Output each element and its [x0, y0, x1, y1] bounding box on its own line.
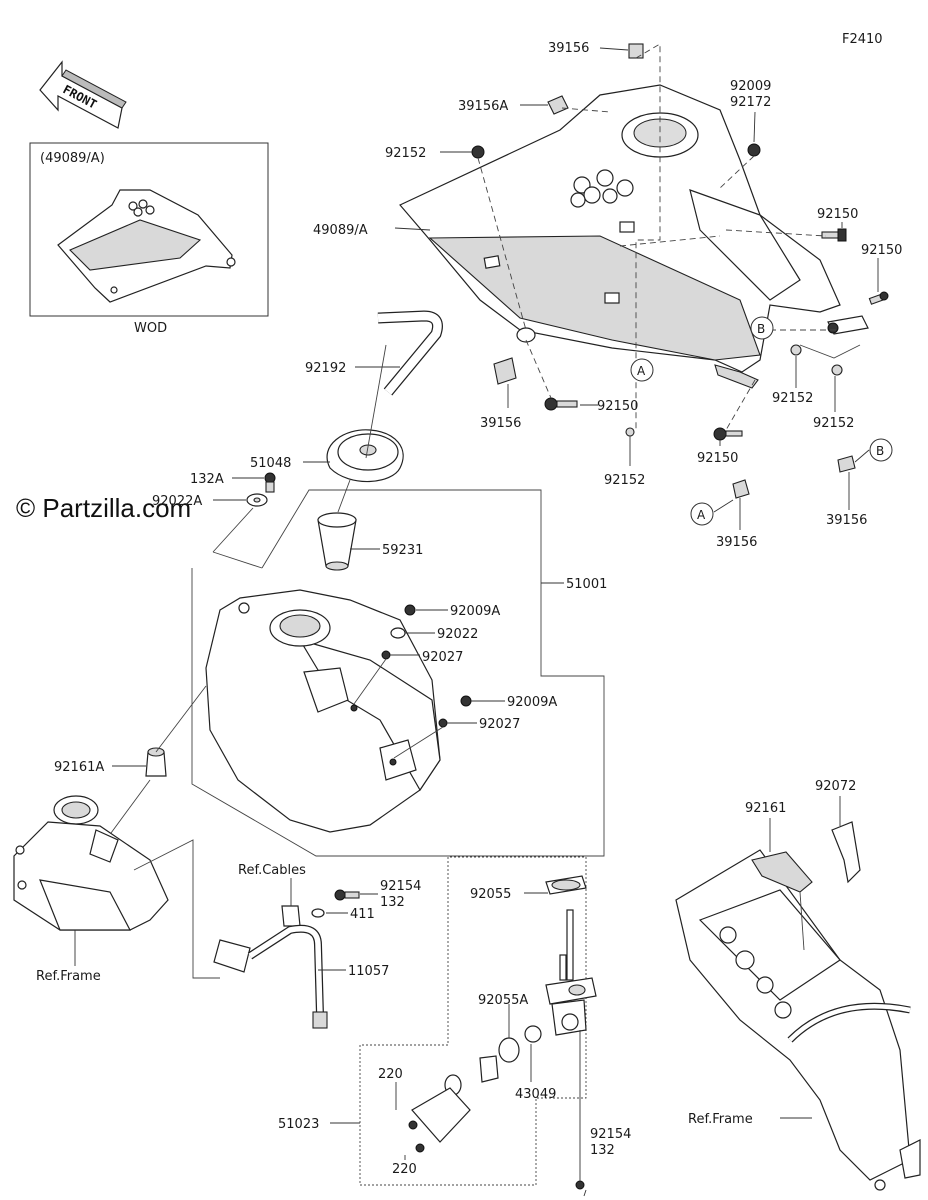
label-51001: 51001 [566, 577, 607, 592]
svg-text:A: A [637, 364, 646, 378]
label-92150-r2: 92150 [861, 243, 902, 258]
label-43049: 43049 [515, 1087, 556, 1102]
rubber-92161A-icon [99, 685, 207, 849]
label-92161: 92161 [745, 801, 786, 816]
fuel-cap-icon [303, 344, 404, 483]
fuel-filter-icon [317, 479, 380, 571]
label-411: 411 [350, 907, 375, 922]
label-92055: 92055 [470, 887, 511, 902]
label-92009: 92009 [730, 79, 771, 94]
label-51048: 51048 [250, 456, 291, 471]
fuel-tank-group-box [191, 489, 605, 857]
hardware-upper [471, 43, 889, 499]
bolt-132A-icon [232, 472, 276, 493]
cable-clamp-icon [213, 878, 346, 1029]
fuel-cock-group-box [330, 856, 587, 1186]
label-92150-mid: 92150 [597, 399, 638, 414]
label-51023: 51023 [278, 1117, 319, 1132]
label-220-a: 220 [378, 1067, 403, 1082]
frame-right-icon [675, 849, 921, 1191]
label-49089A: 49089/A [313, 223, 368, 238]
label-39156-top: 39156 [548, 41, 589, 56]
label-92152-top: 92152 [385, 146, 426, 161]
svg-text:B: B [876, 444, 884, 458]
label-ref-frame-left: Ref.Frame [36, 969, 101, 984]
label-92152-low: 92152 [604, 473, 645, 488]
svg-text:A: A [697, 508, 706, 522]
label-92027-2: 92027 [479, 717, 520, 732]
rubber-92161-icon [751, 818, 813, 951]
label-92022: 92022 [437, 627, 478, 642]
figure-code: F2410 [842, 32, 883, 47]
frame-left-icon [13, 795, 220, 979]
inset-shroud-icon [57, 189, 236, 303]
hardware-tank [353, 604, 505, 759]
label-39156-B: 39156 [826, 513, 867, 528]
label-92009A-2: 92009A [507, 695, 557, 710]
label-92055A: 92055A [478, 993, 528, 1008]
bracket-92072-icon [831, 796, 861, 884]
watermark: © Partzilla.com [16, 493, 191, 523]
label-92022A: 92022A [152, 494, 202, 509]
leaders-upper [394, 47, 879, 530]
label-11057: 11057 [348, 964, 389, 979]
label-132A: 132A [190, 472, 224, 487]
label-92172: 92172 [730, 95, 771, 110]
dashed-guides-upper [477, 43, 861, 431]
fuel-cock-icon [395, 875, 597, 1197]
svg-text:B: B [757, 322, 765, 336]
inset-caption: WOD [134, 321, 167, 336]
part-labels: 39156 39156A 92009 92172 92152 49089/A 9… [36, 41, 902, 1177]
label-59231: 59231 [382, 543, 423, 558]
label-92009A-1: 92009A [450, 604, 500, 619]
front-arrow-icon: FRONT [39, 60, 127, 129]
label-92192: 92192 [305, 361, 346, 376]
label-92027-1: 92027 [422, 650, 463, 665]
label-39156-mid: 39156 [480, 416, 521, 431]
label-92072: 92072 [815, 779, 856, 794]
tank-shroud-icon [399, 84, 841, 389]
label-92154-a: 92154 [380, 879, 421, 894]
label-92150-low: 92150 [697, 451, 738, 466]
washer-411-icon [311, 908, 348, 918]
label-92161A: 92161A [54, 760, 104, 775]
label-92152-r1: 92152 [772, 391, 813, 406]
label-220-b: 220 [392, 1162, 417, 1177]
label-132-b: 132 [590, 1143, 615, 1158]
washer-92022A-icon [213, 493, 268, 507]
label-92154-b: 92154 [590, 1127, 631, 1142]
breather-hose-icon [355, 310, 443, 396]
inset-box: (49089/A) WOD [29, 142, 269, 336]
label-ref-cables: Ref.Cables [238, 863, 306, 878]
label-132-a: 132 [380, 895, 405, 910]
callout-markers: B A B A [630, 316, 893, 526]
label-39156A: 39156A [458, 99, 508, 114]
bolt-92154-a-icon [334, 889, 378, 901]
label-92152-r2: 92152 [813, 416, 854, 431]
label-92150-r1: 92150 [817, 207, 858, 222]
fuel-tank-icon [205, 589, 441, 833]
inset-title: (49089/A) [40, 151, 105, 166]
label-ref-frame-right: Ref.Frame [688, 1112, 753, 1127]
label-39156-A: 39156 [716, 535, 757, 550]
